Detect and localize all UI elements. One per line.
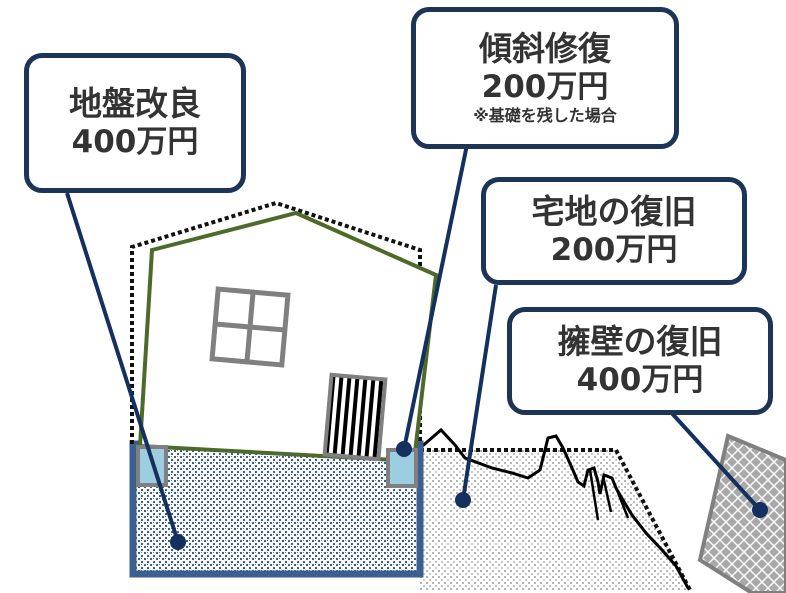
- lot-restoration-label: 宅地の復旧 200万円: [481, 177, 747, 285]
- leader-retaining-wall: [666, 407, 762, 512]
- retaining-wall-title: 擁壁の復旧: [557, 322, 723, 362]
- tilt-repair-label: 傾斜修復 200万円 ※基礎を残した場合: [411, 7, 679, 149]
- door: [322, 372, 388, 462]
- leader-ground-improvement: [65, 192, 180, 543]
- slope-crack-3: [615, 489, 630, 519]
- leader-lot-restoration: [461, 284, 498, 501]
- foundation-pile-left: [136, 445, 168, 487]
- slope-crack-1: [588, 469, 600, 521]
- window: [209, 286, 291, 368]
- ground-improvement-label: 地盤改良 400万円: [24, 53, 246, 193]
- collapsed-slope-line: [419, 427, 690, 589]
- retaining-wall-cost: 400万円: [576, 362, 704, 399]
- ground-improvement-title: 地盤改良: [69, 84, 201, 124]
- original-ground-outline: [420, 448, 692, 591]
- lot-restoration-title: 宅地の復旧: [531, 192, 697, 232]
- slope-crack-2: [601, 475, 613, 513]
- tilted-house: [137, 210, 439, 464]
- tilt-repair-cost: 200万円: [481, 68, 609, 105]
- leader-dot-ground-improvement: [170, 534, 186, 550]
- ground-improvement-cost: 400万円: [71, 124, 199, 161]
- tilt-repair-title: 傾斜修復: [479, 28, 611, 68]
- improved-ground: [129, 440, 424, 578]
- retaining-wall-block: [697, 433, 786, 593]
- lot-restoration-cost: 200万円: [550, 232, 678, 269]
- leader-dot-lot-restoration: [455, 492, 471, 508]
- leader-dot-retaining-wall: [752, 502, 768, 518]
- leader-tilt-repair: [402, 139, 470, 450]
- leader-dot-tilt-repair: [396, 441, 412, 457]
- retaining-wall-label: 擁壁の復旧 400万円: [507, 307, 773, 415]
- tilt-repair-note: ※基礎を残した場合: [473, 106, 617, 126]
- restored-lot-ground: [420, 450, 690, 590]
